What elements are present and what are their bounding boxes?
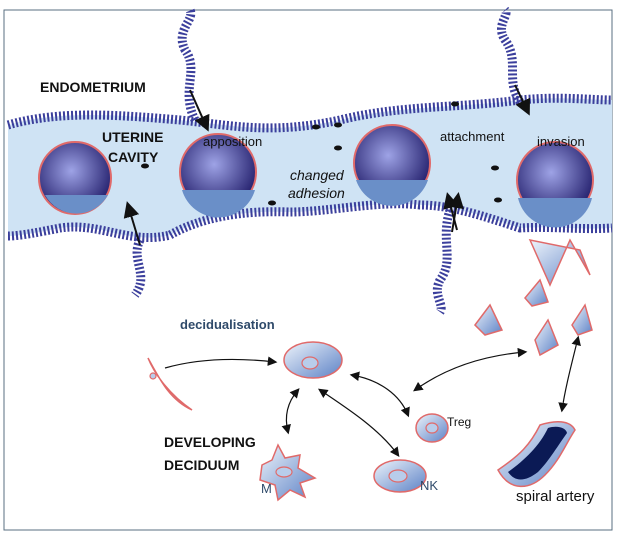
arrows xyxy=(123,84,581,457)
spiral-artery-lumen xyxy=(508,426,567,480)
label-developing: DEVELOPING xyxy=(164,434,256,450)
gland-bottom-right xyxy=(432,208,455,315)
label-treg: Treg xyxy=(447,415,472,429)
label-decidualisation: decidualisation xyxy=(180,317,275,332)
blastocysts xyxy=(38,124,594,228)
frame xyxy=(3,9,613,531)
label-invasion: invasion xyxy=(537,134,585,149)
gland-top-left xyxy=(177,7,200,123)
gland-top-right xyxy=(497,6,524,105)
label-nk: NK xyxy=(420,478,439,493)
label-endometrium: ENDOMETRIUM xyxy=(40,79,146,95)
label-apposition: apposition xyxy=(203,134,263,149)
label-deciduum: DECIDUUM xyxy=(164,457,240,473)
gland-bottom-left xyxy=(131,237,146,298)
label-cavity: CAVITY xyxy=(108,149,159,165)
label-macrophage: M xyxy=(261,481,272,496)
label-uterine: UTERINE xyxy=(102,129,164,145)
label-spiral-artery: spiral artery xyxy=(516,488,595,505)
cell-nuclei xyxy=(149,356,439,483)
epithelium xyxy=(6,6,613,315)
secretions xyxy=(141,101,502,206)
label-adhesion: adhesion xyxy=(288,185,345,201)
label-attachment: attachment xyxy=(440,129,505,144)
label-changed: changed xyxy=(290,167,344,183)
